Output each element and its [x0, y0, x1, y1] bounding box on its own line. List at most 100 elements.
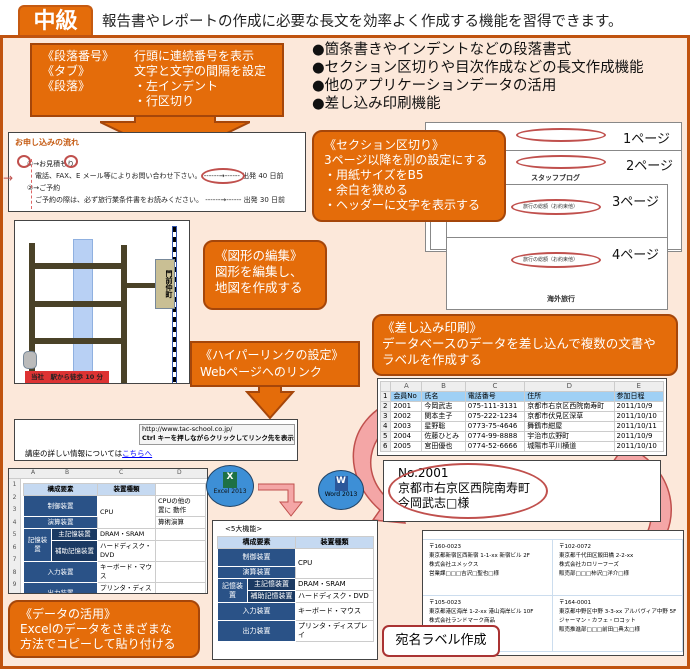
- excel-badge: X Excel 2013: [206, 465, 254, 507]
- col-header[interactable]: [379, 381, 392, 392]
- header-cell[interactable]: 住所: [524, 391, 615, 402]
- section-callout: 《セクション区切り》 3ページ以降を別の設定にする ・用紙サイズをB5 ・余白を…: [312, 130, 506, 222]
- cell[interactable]: 2011/10/10: [613, 441, 665, 452]
- text: ご予約の際は、必ず旅行業条件書をお読みください。: [35, 196, 203, 204]
- cell: 出力装置: [217, 620, 296, 642]
- cell[interactable]: 075-111-3131: [464, 401, 526, 412]
- header-cell[interactable]: 電話番号: [464, 391, 526, 402]
- label-line: 株式会社カロリーフーズ: [559, 562, 619, 568]
- hyperlink[interactable]: こちらへ: [122, 449, 153, 458]
- label-line: 〒164-0001: [559, 600, 591, 606]
- col-header[interactable]: C: [119, 469, 124, 476]
- header-cell: 構成要素: [23, 483, 98, 496]
- row-number: 1: [379, 391, 392, 402]
- cell[interactable]: 星野聡: [421, 421, 466, 432]
- col-header[interactable]: B: [421, 381, 466, 392]
- cell[interactable]: 2003: [390, 421, 423, 432]
- col-header[interactable]: E: [613, 381, 665, 392]
- figure-callout: 《図形の編集》 図形を編集し、 地図を作成する: [203, 240, 327, 310]
- row-number: 3: [379, 411, 392, 422]
- row-number: 9: [12, 581, 17, 588]
- cell[interactable]: 2004: [390, 431, 423, 442]
- row-number: 6: [12, 543, 17, 551]
- col-header[interactable]: D: [177, 469, 182, 476]
- building-icon: [23, 351, 37, 369]
- header-cell[interactable]: 氏名: [421, 391, 466, 402]
- col-header[interactable]: A: [31, 469, 36, 476]
- list-item: ①→お見積もり: [27, 160, 75, 168]
- row-number: 1: [12, 481, 17, 488]
- cell[interactable]: 075-222-1234: [464, 411, 526, 422]
- cell[interactable]: 2011/10/10: [613, 411, 665, 422]
- cell[interactable]: 2001: [390, 401, 423, 412]
- cell[interactable]: 今岡武志: [421, 401, 466, 412]
- col-header[interactable]: D: [524, 381, 615, 392]
- indent-arrow-icon: →: [3, 171, 14, 185]
- callout-line: ・余白を狭める: [324, 183, 409, 197]
- cell[interactable]: 0774-52-6666: [464, 441, 526, 452]
- cell[interactable]: 2005: [390, 441, 423, 452]
- desc: 行頭に連続番号を表示: [134, 49, 255, 63]
- cell[interactable]: 2002: [390, 411, 423, 422]
- cell[interactable]: 宇治市広野町: [524, 431, 615, 442]
- cell: CPU: [97, 495, 156, 529]
- cell: 記憶装置: [217, 578, 248, 603]
- label-line: 販売部□□□柿沢□洋介□様: [559, 571, 629, 577]
- cell[interactable]: 佐藤ひとみ: [421, 431, 466, 442]
- row-number: 6: [379, 441, 392, 452]
- cell: 補助記憶装置: [247, 590, 296, 603]
- label-caption: 宛名ラベル作成: [382, 625, 500, 657]
- excel-icon: X: [223, 472, 237, 488]
- header-cell[interactable]: 会員No: [390, 391, 423, 402]
- col-header[interactable]: A: [390, 381, 423, 392]
- text: 講座の詳しい情報については: [25, 449, 123, 458]
- term: 《段落番号》: [42, 49, 115, 63]
- page-label: 3ページ: [612, 195, 660, 210]
- row-number: 4: [379, 421, 392, 432]
- cell[interactable]: 関本圭子: [421, 411, 466, 422]
- row-number: 5: [379, 431, 392, 442]
- page-label: 4ページ: [612, 248, 660, 263]
- cell[interactable]: 2011/10/9: [613, 431, 665, 442]
- callout-line: 3ページ以降を別の設定にする: [324, 153, 488, 167]
- cell: 主記憶装置: [51, 528, 98, 541]
- cell[interactable]: 宮田優也: [421, 441, 466, 452]
- cell[interactable]: 2011/10/9: [613, 401, 665, 412]
- label-line: 〒160-0023: [429, 544, 461, 550]
- callout-title: 《データの活用》: [20, 607, 117, 621]
- term: 《タブ》: [42, 64, 91, 78]
- col-header[interactable]: B: [65, 469, 70, 476]
- page-text: 海外旅行: [547, 295, 575, 303]
- list-item: ②→ご予約: [27, 184, 61, 192]
- label-line: 〒105-0023: [429, 600, 461, 606]
- paragraph-callout: 《段落番号》行頭に連続番号を表示 《タブ》文字と文字の間隔を設定 《段落》・左イ…: [30, 43, 284, 117]
- header-cell: 装置種類: [295, 536, 374, 549]
- cell[interactable]: 0773-75-4646: [464, 421, 526, 432]
- cell[interactable]: 京都市右京区西院南寿町: [524, 401, 615, 412]
- cell: DRAM・SRAM: [295, 578, 374, 591]
- cell[interactable]: 2011/10/11: [613, 421, 665, 432]
- word-label: Word 2013: [324, 491, 358, 498]
- cell[interactable]: 城陽市平川横道: [524, 441, 615, 452]
- highlight-ellipse: [201, 168, 245, 184]
- term: 《段落》: [42, 79, 91, 93]
- extra-cell: CPUの他の置に 動作: [155, 495, 206, 517]
- row-number: 2: [379, 401, 392, 412]
- word-badge: W Word 2013: [318, 470, 364, 510]
- header-cell[interactable]: 参加日程: [613, 391, 665, 402]
- cell[interactable]: 舞鶴市紺屋: [524, 421, 615, 432]
- headline: 報告書やレポートの作成に必要な長文を効率よく作成する機能を習得できます。: [102, 14, 623, 30]
- header-cell: 構成要素: [217, 536, 296, 549]
- cell[interactable]: 0774-99-8888: [464, 431, 526, 442]
- col-header[interactable]: C: [464, 381, 526, 392]
- callout-line: データベースのデータを差し込んで複数の文書や: [382, 336, 656, 351]
- label-line: 販売推進部□□□前田□典太□様: [559, 627, 640, 633]
- merge-result-doc: No.2001 京都市右京区西院南寿町 今岡武志□様: [383, 460, 661, 522]
- row-number: 3: [12, 506, 17, 513]
- cell[interactable]: 京都市伏見区深草: [524, 411, 615, 422]
- tab-text: ------→------ 出発 30 日前: [205, 196, 285, 204]
